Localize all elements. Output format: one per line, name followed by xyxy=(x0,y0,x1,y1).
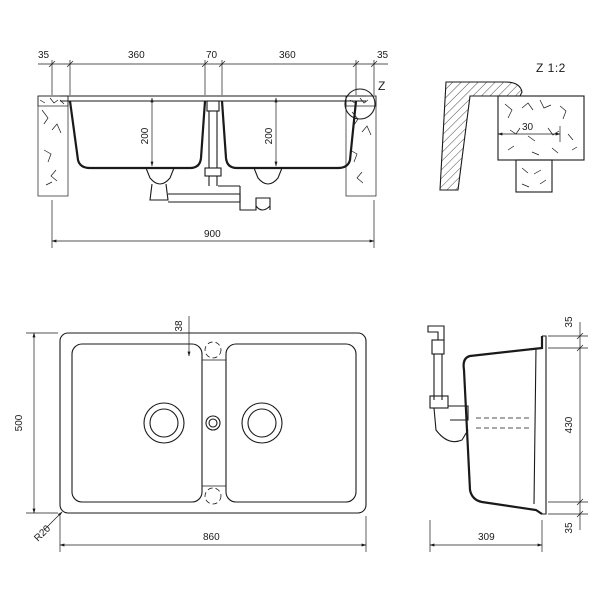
right-bowl-profile xyxy=(220,100,358,170)
drain-right-inner xyxy=(247,408,277,438)
dim-bowl-right: 360 xyxy=(279,50,296,61)
dimension-overall-width xyxy=(51,200,375,248)
sink-outline xyxy=(59,332,367,514)
overflow-outer xyxy=(205,415,221,431)
section-view: Z 35 360 70 360 35 200 200 90 xyxy=(37,50,389,248)
depth-dimensions xyxy=(150,97,278,167)
overflow-pipe xyxy=(204,100,222,186)
detail-title: Z 1:2 xyxy=(536,61,566,75)
sink-lip-section xyxy=(439,81,523,191)
detail-z-view: Z 1:2 30 xyxy=(439,61,585,193)
dim-plan-height: 500 xyxy=(14,414,25,431)
dimension-chain-top xyxy=(38,60,388,95)
plan-view: 38 500 R20 860 xyxy=(14,316,367,552)
side-drain-pipe xyxy=(427,325,469,443)
dim-middle: 70 xyxy=(206,50,218,61)
dim-side-middle: 430 xyxy=(564,416,575,433)
dim-overall-width: 900 xyxy=(204,229,221,240)
dim-plan-width: 860 xyxy=(203,532,220,543)
side-sink-body xyxy=(462,336,544,515)
plan-right-bowl xyxy=(225,343,357,503)
dim-divider: 38 xyxy=(174,320,185,332)
drain-left-outer xyxy=(143,402,185,444)
side-view: 35 430 35 309 xyxy=(427,316,588,552)
detail-marker: Z xyxy=(378,79,386,93)
dim-side-bottom: 35 xyxy=(564,522,575,534)
plan-left-bowl xyxy=(71,343,203,503)
drain-left-inner xyxy=(149,408,179,438)
dim-side-depth: 309 xyxy=(478,532,495,543)
dim-rim-left: 35 xyxy=(38,50,50,61)
drain-right-outer xyxy=(241,402,283,444)
left-bowl-profile xyxy=(68,100,207,170)
tap-hole-top xyxy=(204,341,222,359)
overflow-inner xyxy=(208,418,218,428)
countertop-left xyxy=(37,95,69,197)
dim-depth-right: 200 xyxy=(264,127,275,144)
detail-circle xyxy=(344,88,376,120)
drain-trap-left xyxy=(145,167,241,203)
tap-hole-bottom xyxy=(204,487,222,505)
countertop-block xyxy=(497,95,585,161)
dim-depth-left: 200 xyxy=(140,127,151,144)
dim-side-top: 35 xyxy=(564,316,575,328)
dim-corner-radius: R20 xyxy=(32,523,53,544)
dim-rim-right: 35 xyxy=(377,50,389,61)
detail-dim: 30 xyxy=(522,122,534,133)
dim-bowl-left: 360 xyxy=(128,50,145,61)
drain-trap-right xyxy=(218,167,283,211)
